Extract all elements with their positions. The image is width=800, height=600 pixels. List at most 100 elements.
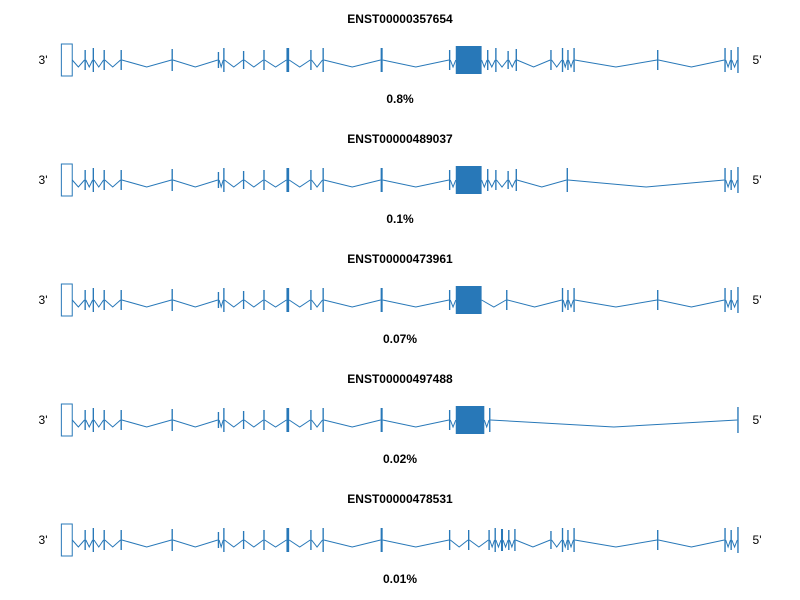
exon-tick bbox=[724, 48, 726, 72]
exon-tick bbox=[494, 528, 496, 552]
exon-tick bbox=[223, 168, 225, 192]
intron-line bbox=[72, 300, 737, 307]
exon-tick bbox=[495, 48, 497, 72]
exon-tick bbox=[84, 290, 86, 310]
exon-tick bbox=[561, 528, 564, 552]
exon-tick bbox=[286, 528, 290, 552]
exon-tick bbox=[242, 531, 245, 549]
exon-tick bbox=[92, 168, 94, 192]
exon-tick bbox=[84, 410, 86, 430]
exon-tick bbox=[120, 50, 122, 70]
exon-tick bbox=[737, 167, 739, 193]
exon-tick bbox=[730, 170, 732, 190]
exon-tick bbox=[380, 528, 383, 552]
exon-tick bbox=[515, 169, 517, 191]
exon-tick bbox=[92, 408, 94, 432]
exon-tick bbox=[286, 408, 290, 432]
exon-tick bbox=[263, 530, 265, 550]
transcript-track bbox=[60, 32, 739, 88]
exon-tick bbox=[448, 170, 451, 190]
exon-tick bbox=[730, 50, 732, 70]
exon-tick bbox=[310, 170, 312, 190]
exon-tick bbox=[84, 50, 86, 70]
exon-tick bbox=[286, 288, 290, 312]
exon-tick bbox=[120, 410, 122, 430]
exon-tick bbox=[730, 530, 732, 550]
exon-tick bbox=[657, 530, 659, 550]
exon-tick bbox=[468, 530, 470, 550]
exon-tick bbox=[724, 168, 726, 192]
exon-tick bbox=[322, 168, 324, 192]
exon-tick bbox=[488, 530, 490, 550]
track-area: 3'5' bbox=[0, 148, 800, 212]
exon-tick bbox=[566, 168, 568, 192]
exon-tick bbox=[515, 49, 517, 71]
exon-tick bbox=[322, 528, 324, 552]
usage-percentage: 0.02% bbox=[382, 452, 418, 466]
exon-open-box bbox=[61, 284, 72, 316]
exon-tick bbox=[657, 290, 659, 310]
exon-tick bbox=[217, 292, 220, 308]
exon-tick bbox=[724, 528, 726, 552]
transcript-track bbox=[60, 392, 739, 448]
exon-tick bbox=[310, 530, 312, 550]
three-prime-label: 3' bbox=[38, 173, 48, 187]
exon-tick bbox=[448, 50, 451, 70]
transcript-id: ENST00000478531 bbox=[347, 492, 453, 506]
exon-tick bbox=[561, 288, 564, 312]
exon-tick bbox=[171, 169, 173, 191]
exon-tick bbox=[448, 530, 451, 550]
transcript-track bbox=[60, 272, 739, 328]
exon-filled-box bbox=[455, 166, 482, 194]
exon-tick bbox=[120, 290, 122, 310]
exon-tick bbox=[487, 50, 489, 70]
exon-tick bbox=[242, 171, 245, 189]
exon-tick bbox=[550, 531, 552, 549]
exon-tick bbox=[171, 409, 173, 431]
exon-tick bbox=[500, 529, 504, 551]
exon-tick bbox=[380, 288, 383, 312]
exon-tick bbox=[223, 288, 225, 312]
exon-tick bbox=[322, 48, 324, 72]
exon-tick bbox=[92, 48, 94, 72]
usage-percentage: 0.01% bbox=[382, 572, 418, 586]
transcript-id: ENST00000497488 bbox=[347, 372, 453, 386]
exon-tick bbox=[103, 50, 105, 70]
exon-tick bbox=[120, 530, 122, 550]
exon-tick bbox=[223, 408, 225, 432]
exon-tick bbox=[730, 290, 732, 310]
exon-tick bbox=[103, 530, 105, 550]
exon-tick bbox=[448, 410, 451, 430]
exon-tick bbox=[550, 50, 552, 70]
exon-tick bbox=[263, 170, 265, 190]
five-prime-label: 5' bbox=[752, 53, 762, 67]
intron-line bbox=[72, 540, 737, 547]
usage-percentage: 0.07% bbox=[382, 332, 418, 346]
three-prime-label: 3' bbox=[38, 413, 48, 427]
usage-percentage: 0.1% bbox=[386, 212, 414, 226]
intron-line bbox=[72, 180, 737, 187]
exon-tick bbox=[380, 408, 383, 432]
exon-tick bbox=[657, 50, 659, 70]
exon-tick bbox=[242, 411, 245, 429]
exon-tick bbox=[217, 172, 220, 188]
intron-line bbox=[72, 420, 737, 427]
track-area: 3'5' bbox=[0, 268, 800, 332]
exon-tick bbox=[310, 290, 312, 310]
exon-tick bbox=[217, 532, 220, 548]
three-prime-label: 3' bbox=[38, 293, 48, 307]
exon-tick bbox=[322, 408, 324, 432]
exon-tick bbox=[242, 51, 245, 69]
exon-tick bbox=[489, 408, 491, 432]
exon-tick bbox=[514, 529, 516, 551]
exon-filled-box bbox=[455, 406, 485, 434]
exon-tick bbox=[737, 47, 739, 73]
transcript-track bbox=[60, 512, 739, 568]
exon-tick bbox=[263, 50, 265, 70]
exon-open-box bbox=[61, 164, 72, 196]
three-prime-label: 3' bbox=[38, 53, 48, 67]
